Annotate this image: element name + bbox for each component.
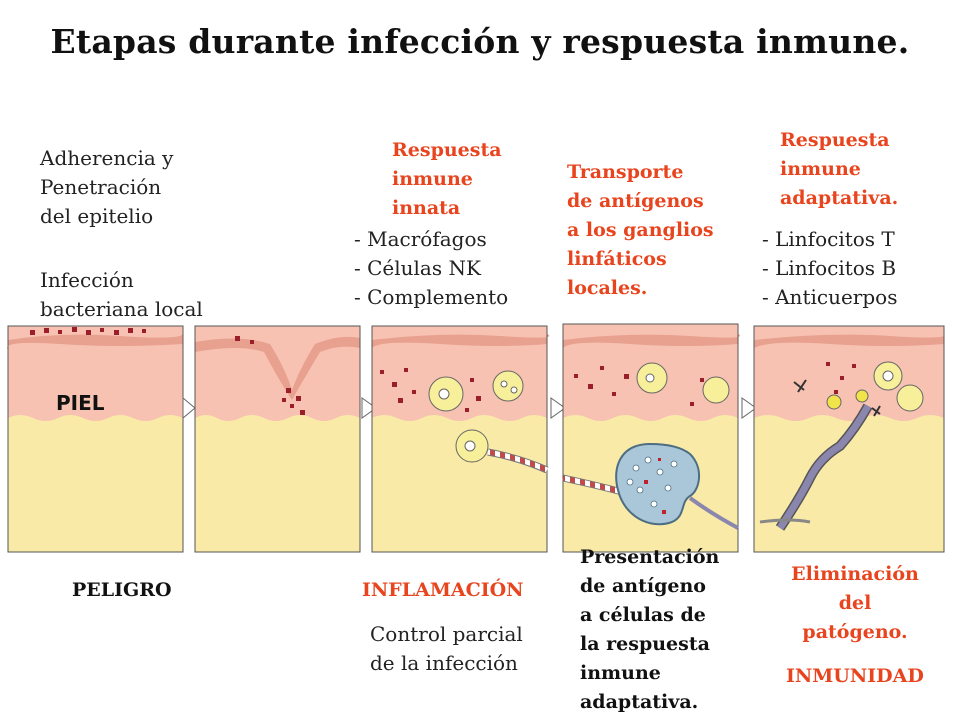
adaptive-response-heading: Respuesta inmune adaptativa. xyxy=(780,129,899,209)
innate-response-list: - Macrófagos - Células NK - Complemento xyxy=(354,225,508,312)
pathogen-elimination-label: Eliminación del patógeno. xyxy=(791,563,919,643)
list-item: - Anticuerpos xyxy=(762,285,898,309)
list-item: - Células NK xyxy=(354,256,481,280)
skin-label: PIEL xyxy=(56,391,105,415)
infection-note: Infección bacteriana local xyxy=(40,268,203,321)
list-item: - Macrófagos xyxy=(354,227,487,251)
arrow-icon xyxy=(182,396,196,420)
adaptive-response-list: - Linfocitos T - Linfocitos B - Anticuer… xyxy=(762,225,897,312)
innate-response-heading: Respuesta inmune innata xyxy=(392,139,502,219)
arrow-icon xyxy=(741,397,757,419)
list-item: - Linfocitos B xyxy=(762,256,897,280)
adherence-note: Adherencia y Penetración del epitelio xyxy=(40,146,174,228)
stage-panel-danger xyxy=(7,325,184,553)
inflammation-label: INFLAMACIÓN xyxy=(362,579,524,601)
page-title: Etapas durante infección y respuesta inm… xyxy=(50,22,910,61)
skin-stages-diagram: PIEL xyxy=(7,323,945,553)
antigen-presentation-note: Presentación de antígeno a células de la… xyxy=(580,546,720,713)
danger-label: PELIGRO xyxy=(72,579,172,601)
stage-panel-inflammation xyxy=(371,325,550,553)
arrow-icon xyxy=(550,397,566,419)
stage-panel-penetration xyxy=(194,325,361,553)
list-item: - Complemento xyxy=(354,285,509,309)
immunity-label: INMUNIDAD xyxy=(786,665,924,687)
partial-control-note: Control parcial de la infección xyxy=(370,622,523,675)
list-item: - Linfocitos T xyxy=(762,227,895,251)
antigen-transport-heading: Transporte de antígenos a los ganglios l… xyxy=(567,161,714,299)
stage-panel-elimination xyxy=(753,325,945,553)
arrow-icon xyxy=(361,397,377,419)
stage-panel-lymph-node xyxy=(562,323,740,553)
